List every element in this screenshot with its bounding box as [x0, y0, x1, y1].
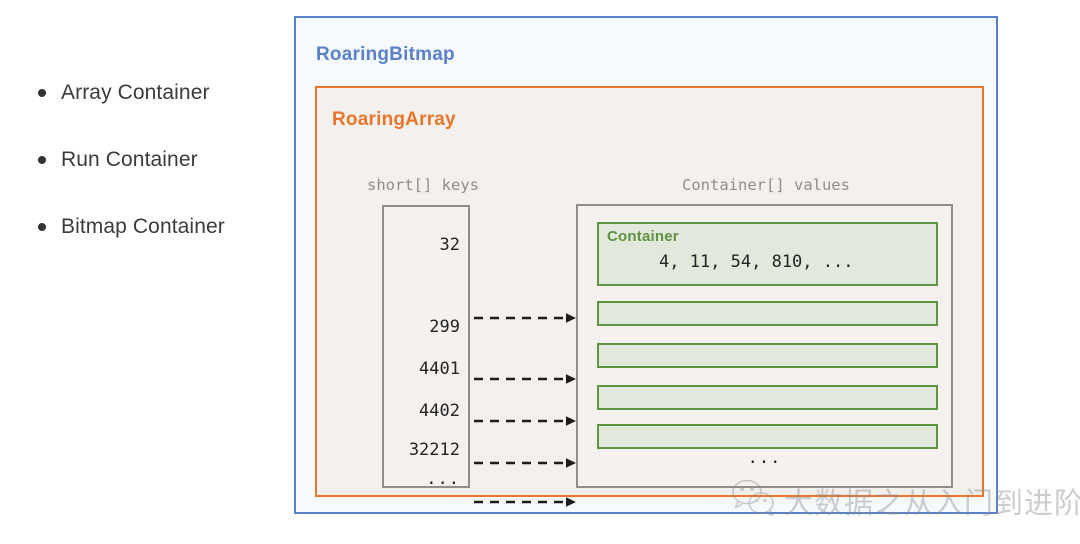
container-cell — [597, 301, 938, 326]
list-item-run-container: Run Container — [38, 143, 278, 177]
key-cell: 32212 — [408, 440, 460, 460]
list-item-label: Array Container — [61, 81, 210, 104]
list-item-label: Bitmap Container — [61, 215, 225, 238]
bullet-dot-icon — [38, 156, 46, 164]
keys-column-header: short[] keys — [367, 176, 479, 194]
arrow-key-to-container — [474, 496, 580, 508]
arrow-key-to-container — [474, 415, 580, 427]
key-cell: 4402 — [419, 401, 460, 421]
container-values: 4, 11, 54, 810, ... — [659, 252, 854, 272]
roaringarray-box: RoaringArray short[] keys Container[] va… — [315, 86, 984, 507]
list-item-label: Run Container — [61, 148, 198, 171]
container-cell — [597, 385, 938, 410]
container-cell: Container 4, 11, 54, 810, ... — [597, 222, 938, 286]
bullet-dot-icon — [38, 223, 46, 231]
bullet-dot-icon — [38, 89, 46, 97]
values-column-header: Container[] values — [682, 176, 850, 194]
container-cell — [597, 424, 938, 449]
arrow-key-to-container — [474, 373, 580, 385]
key-cell: 4401 — [419, 359, 460, 379]
container-cell — [597, 343, 938, 368]
container-label: Container — [607, 228, 679, 245]
roaringbitmap-title: RoaringBitmap — [316, 44, 455, 65]
key-cell: 299 — [429, 317, 460, 337]
arrow-key-to-container — [474, 457, 580, 469]
arrow-key-to-container — [474, 312, 580, 324]
container-type-list: Array Container Run Container Bitmap Con… — [38, 76, 278, 277]
values-column-box: Container 4, 11, 54, 810, ... ... — [576, 204, 953, 488]
list-item-bitmap-container: Bitmap Container — [38, 210, 278, 244]
list-item-array-container: Array Container — [38, 76, 278, 110]
values-ellipsis: ... — [747, 448, 782, 468]
roaringarray-title: RoaringArray — [332, 109, 456, 130]
roaringbitmap-box: RoaringBitmap RoaringArray short[] keys … — [294, 16, 998, 514]
keys-column-box: 32 299 4401 4402 32212 ... — [382, 205, 470, 489]
key-cell: 32 — [439, 235, 460, 255]
key-cell-ellipsis: ... — [426, 469, 460, 489]
